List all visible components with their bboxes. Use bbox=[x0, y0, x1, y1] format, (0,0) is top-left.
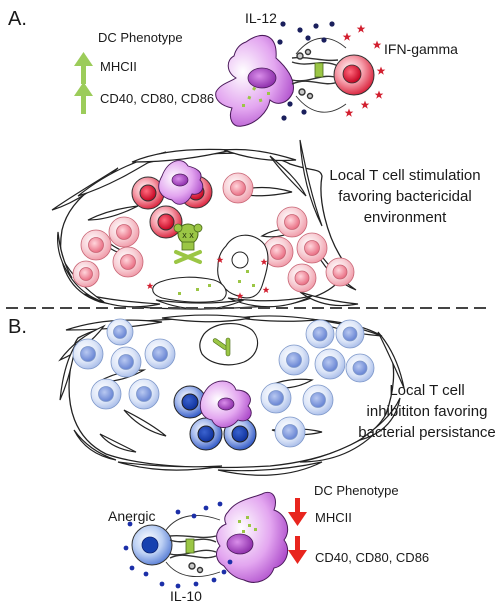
panel-a-label: A. bbox=[8, 8, 27, 30]
dc-phenotype-title-a: DC Phenotype bbox=[98, 30, 183, 45]
marker-costim-a: CD40, CD80, CD86 bbox=[100, 91, 215, 106]
granuloma-a: x x bbox=[51, 139, 359, 310]
granuloma-b bbox=[58, 314, 405, 476]
live-bacteria-icon bbox=[212, 337, 231, 357]
cytokine-ifn-gamma: IFN-gamma bbox=[384, 41, 458, 57]
description-b-line-1: Local T cell bbox=[389, 382, 465, 399]
anergic-label: Anergic bbox=[108, 508, 156, 524]
marker-costim-b: CD40, CD80, CD86 bbox=[315, 550, 430, 565]
dendritic-cell-tolerogenic bbox=[216, 492, 289, 583]
description-b-line-2: inhibititon favoring bbox=[366, 403, 488, 420]
description-b: Local T cell inhibititon favoring bacter… bbox=[356, 380, 498, 443]
immune-synapse-a bbox=[291, 37, 347, 113]
description-a-line-3: environment bbox=[363, 209, 447, 226]
description-a: Local T cell stimulation favoring bacter… bbox=[314, 165, 496, 228]
dc-phenotype-title-b: DC Phenotype bbox=[314, 483, 399, 498]
svg-text:x x: x x bbox=[182, 230, 194, 240]
immune-synapse-b bbox=[165, 514, 221, 578]
description-b-line-3: bacterial persistance bbox=[358, 424, 496, 441]
description-a-line-2: favoring bactericidal bbox=[338, 188, 472, 205]
marker-mhcii-a: MHCII bbox=[100, 59, 137, 74]
t-cell-activated-a bbox=[333, 54, 375, 96]
il12-cytokine-dots bbox=[277, 21, 335, 121]
marker-mhcii-b: MHCII bbox=[315, 510, 352, 525]
cytokine-il12: IL-12 bbox=[245, 10, 277, 26]
cytokine-il10: IL-10 bbox=[170, 588, 202, 604]
dendritic-cell-mature bbox=[215, 34, 294, 127]
upregulation-arrow-mhcii bbox=[74, 52, 93, 84]
upregulation-arrow-costim bbox=[74, 82, 93, 114]
il10-cytokine-dots bbox=[123, 501, 233, 589]
downregulation-arrow-mhcii bbox=[288, 498, 307, 526]
downregulation-arrow-costim bbox=[288, 536, 307, 564]
killed-bacterium-icon: x x bbox=[173, 223, 203, 264]
t-cell-anergic bbox=[131, 524, 173, 566]
description-a-line-1: Local T cell stimulation bbox=[329, 167, 481, 184]
panel-b-label: B. bbox=[8, 316, 27, 338]
